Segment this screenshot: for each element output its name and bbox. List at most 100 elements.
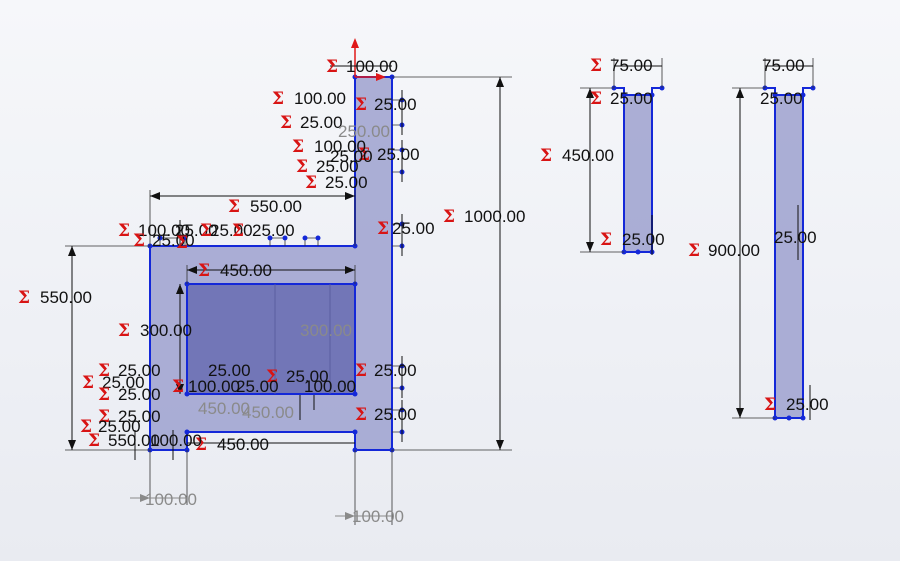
svg-text:25.00: 25.00 <box>374 95 417 114</box>
dim-inner-driven-1[interactable]: 450.00 <box>198 399 250 418</box>
svg-text:450.00: 450.00 <box>220 261 272 280</box>
svg-text:25.00: 25.00 <box>786 395 829 414</box>
svg-text:Σ: Σ <box>590 89 602 109</box>
l-bracket-sketch[interactable]: Σ 1000.00 Σ 550.00 Σ 550.00 Σ 450.00 Σ 3… <box>18 38 525 526</box>
dim-tab-5[interactable]: Σ 25.00 <box>355 405 417 425</box>
dimension-labels: Σ 1000.00 Σ 550.00 Σ 550.00 Σ 450.00 Σ 3… <box>18 57 525 526</box>
svg-text:Σ: Σ <box>590 56 602 76</box>
svg-text:Σ: Σ <box>176 233 188 253</box>
svg-text:450.00: 450.00 <box>217 435 269 454</box>
svg-text:25.00: 25.00 <box>175 221 218 240</box>
svg-text:Σ: Σ <box>118 321 130 341</box>
svg-text:Σ: Σ <box>82 373 94 393</box>
dim-short-post-width[interactable]: Σ 75.00 <box>590 56 653 76</box>
svg-text:75.00: 75.00 <box>762 56 805 75</box>
svg-text:Σ: Σ <box>377 219 389 239</box>
svg-text:25.00: 25.00 <box>118 407 161 426</box>
short-post-profile[interactable] <box>623 94 653 253</box>
svg-text:Σ: Σ <box>355 95 367 115</box>
dim-cluster-lower-left: Σ 25.00 Σ 25.00 Σ 25.00 Σ 25.00 Σ 25.00 … <box>80 361 356 451</box>
origin-icon <box>351 38 386 81</box>
dim-tall-post-width[interactable]: 75.00 <box>762 56 805 75</box>
svg-text:25.00: 25.00 <box>252 221 295 240</box>
svg-text:25.00: 25.00 <box>98 417 141 436</box>
dim-short-post-top-detail[interactable]: Σ 25.00 <box>590 89 653 109</box>
svg-text:Σ: Σ <box>98 407 110 427</box>
svg-text:1000.00: 1000.00 <box>464 207 525 226</box>
svg-text:Σ: Σ <box>296 157 308 177</box>
svg-text:Σ: Σ <box>172 377 184 397</box>
svg-text:100.00: 100.00 <box>346 57 398 76</box>
svg-text:Σ: Σ <box>88 431 100 451</box>
svg-text:Σ: Σ <box>764 395 776 415</box>
svg-text:100.00: 100.00 <box>150 431 202 450</box>
svg-text:Σ: Σ <box>195 435 207 455</box>
svg-text:25.00: 25.00 <box>118 385 161 404</box>
svg-text:25.00: 25.00 <box>774 228 817 247</box>
dim-tall-post-tab-bottom[interactable]: Σ 25.00 <box>764 395 829 415</box>
svg-text:Σ: Σ <box>198 261 210 281</box>
dim-lower-left-width[interactable]: 100.00 <box>145 490 197 509</box>
dim-cluster-upper: Σ 100.00 Σ 25.00 250.00 Σ 100.00 Σ 25.00… <box>272 89 390 193</box>
svg-text:25.00: 25.00 <box>102 373 145 392</box>
svg-text:Σ: Σ <box>358 145 370 165</box>
svg-text:25.00: 25.00 <box>325 173 368 192</box>
dim-tall-post-height[interactable]: Σ 900.00 <box>688 241 760 261</box>
svg-text:25.00: 25.00 <box>208 361 251 380</box>
dim-tab-3[interactable]: Σ 25.00 <box>358 145 420 165</box>
dim-inner-height[interactable]: Σ 300.00 <box>118 321 192 341</box>
svg-text:Σ: Σ <box>443 207 455 227</box>
svg-text:550.00: 550.00 <box>108 431 160 450</box>
dim-tab-1[interactable]: Σ 25.00 <box>377 219 435 239</box>
dim-tall-post-tab-top[interactable]: 25.00 <box>774 228 817 247</box>
tall-post-profile[interactable] <box>774 94 804 419</box>
svg-text:300.00: 300.00 <box>140 321 192 340</box>
svg-text:Σ: Σ <box>540 146 552 166</box>
svg-text:Σ: Σ <box>228 197 240 217</box>
extension-lines <box>65 76 512 525</box>
dim-short-post-tab[interactable]: Σ 25.00 <box>600 230 665 250</box>
svg-text:25.00: 25.00 <box>330 147 373 166</box>
svg-text:75.00: 75.00 <box>610 56 653 75</box>
dim-inner-width[interactable]: Σ 450.00 <box>198 261 272 281</box>
dim-bottom-gap[interactable]: Σ 450.00 <box>195 435 269 455</box>
dim-tall-post-top-detail[interactable]: 25.00 <box>760 89 803 108</box>
tall-post-top-detail <box>762 85 816 421</box>
svg-text:Σ: Σ <box>118 221 130 241</box>
svg-text:Σ: Σ <box>355 405 367 425</box>
svg-text:Σ: Σ <box>266 367 278 387</box>
svg-text:Σ: Σ <box>305 173 317 193</box>
svg-text:25.00: 25.00 <box>300 113 343 132</box>
dim-left-height[interactable]: Σ 550.00 <box>18 288 92 308</box>
dim-cluster-top-left: Σ 100.00 Σ 25.00 25.00 Σ 25.00 Σ 25.00 Σ <box>118 221 295 253</box>
dim-inner-height-driven[interactable]: 300.00 <box>300 321 352 340</box>
svg-text:25.00: 25.00 <box>236 377 279 396</box>
svg-text:25.00: 25.00 <box>374 361 417 380</box>
svg-text:550.00: 550.00 <box>250 197 302 216</box>
svg-text:900.00: 900.00 <box>708 241 760 260</box>
tall-post-sketch[interactable]: 75.00 Σ 900.00 25.00 Σ 25.00 25.00 <box>688 56 829 421</box>
dimension-lines <box>68 65 504 520</box>
svg-text:25.00: 25.00 <box>610 89 653 108</box>
dim-overall-height[interactable]: Σ 1000.00 <box>443 207 525 227</box>
svg-text:25.00: 25.00 <box>374 405 417 424</box>
svg-text:100.00: 100.00 <box>138 221 190 240</box>
svg-text:25.00: 25.00 <box>152 231 195 250</box>
svg-text:25.00: 25.00 <box>210 221 253 240</box>
dim-top-width[interactable]: Σ 550.00 <box>228 197 302 217</box>
svg-text:Σ: Σ <box>292 137 304 157</box>
svg-text:25.00: 25.00 <box>377 145 420 164</box>
dim-lower-right-width[interactable]: 100.00 <box>352 507 404 526</box>
svg-text:Σ: Σ <box>280 113 292 133</box>
svg-text:100.00: 100.00 <box>294 89 346 108</box>
dim-post-width[interactable]: Σ 100.00 <box>326 57 398 77</box>
dim-inner-driven-2[interactable]: 450.00 <box>242 403 294 422</box>
svg-text:Σ: Σ <box>98 361 110 381</box>
inner-rectangle[interactable] <box>186 283 356 395</box>
short-post-sketch[interactable]: Σ 75.00 Σ 450.00 Σ 25.00 Σ 25.00 <box>540 56 665 255</box>
dim-tab-4[interactable]: Σ 25.00 <box>355 361 417 381</box>
dim-tab-2[interactable]: Σ 25.00 <box>355 95 417 115</box>
svg-text:Σ: Σ <box>80 417 92 437</box>
dim-short-post-height[interactable]: Σ 450.00 <box>540 146 614 166</box>
